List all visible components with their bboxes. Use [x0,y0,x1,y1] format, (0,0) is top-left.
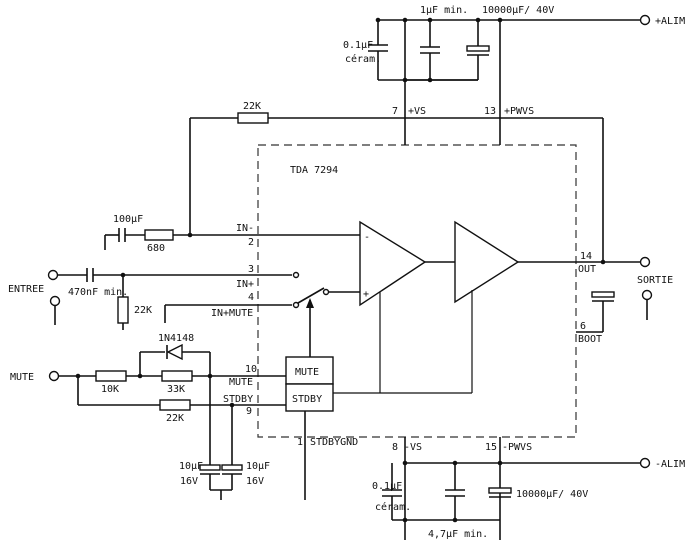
r22k-stdby-label: 22K [166,413,184,424]
minus-alim-label: -ALIM [655,459,685,470]
plus-alim-label: +ALIM [655,16,685,27]
plus-supply-network: +ALIM 0.1µF céram. 1µF min. 10000µF/ 40V [343,5,685,145]
top-bulk-label: 10000µF/ 40V [482,5,554,16]
feedback-network: 22K [189,101,604,262]
plus-alim-terminal [639,14,651,26]
pin6-number: 6 [580,321,586,332]
pin4-number: 4 [248,292,254,303]
in-minus-network: 100µF 680 IN- 2 [104,214,360,254]
top-1uf-label: 1µF min. [420,5,468,16]
bootstrap-cap: 6 BOOT [576,291,615,345]
stdby-block [285,383,334,412]
pin2-number: 2 [248,237,254,248]
r10k-label: 10K [101,384,119,395]
c-mute-value: 10µF [179,461,203,472]
bot-cer-value: 0.1µF [372,481,402,492]
mute-input-network: MUTE 10K 33K 1N4148 22K 10 MUTE STDBY 9 [10,333,286,500]
ic-name: TDA 7294 [290,165,338,176]
pin3-name: IN+ [236,279,254,290]
r33k-label: 33K [167,384,185,395]
pin1-name: STDBYGND [310,437,358,448]
entree-terminal [47,269,59,281]
entree-cap-label: 470nF min. [68,287,128,298]
entree-res-label: 22K [134,305,152,316]
pin14-name: OUT [578,264,596,275]
pin8-name: -VS [404,442,422,453]
pin8-number: 8 [392,442,398,453]
pin14-number: 14 [580,251,592,262]
top-cer-type: céram. [345,53,381,65]
ic-boundary [257,144,577,438]
pin2-name: IN- [236,223,254,234]
mute-block-label: MUTE [295,367,319,378]
pin13-name: +PWVS [504,106,534,117]
c-mute-volt: 16V [180,476,198,487]
top-cer-value: 0.1µF [343,40,373,51]
entree-network: ENTREE 470nF min. 22K 3 IN+ [8,264,300,330]
c-stdby-volt: 16V [246,476,264,487]
opamp-minus: - [364,232,370,243]
bot-cer-type: céram. [375,501,411,513]
c-stdby-value: 10µF [246,461,270,472]
minus-supply-network: 8 -VS 15 -PWVS -ALIM 0.1µF céram. 4,7µF … [372,437,685,540]
mute-input-label: MUTE [10,372,34,383]
input-opamp: - + [359,220,427,307]
pin9-name: STDBY [223,394,253,405]
pin4-name: IN+MUTE [211,308,253,319]
mute-terminal [48,370,60,382]
pin15-number: 15 [485,442,497,453]
mute-switch: 4 IN+MUTE [164,287,360,357]
opamp-plus: + [363,289,369,300]
in-cap-label: 100µF [113,214,143,225]
pin7-name: +VS [408,106,426,117]
entree-label: ENTREE [8,284,44,295]
in-res-label: 680 [147,243,165,254]
stdby-block-label: STDBY [292,394,322,405]
pin15-name: -PWVS [502,442,532,453]
pin1-number: 1 [297,437,303,448]
pin3-number: 3 [248,264,254,275]
output-stage [454,220,520,304]
sortie-terminal [639,256,651,268]
minus-alim-terminal [639,457,651,469]
pin10-name: MUTE [229,377,253,388]
bot-4u7-label: 4,7µF min. [428,529,488,540]
fb-res-label: 22K [243,101,261,112]
diode-label: 1N4148 [158,333,194,344]
pin9-number: 9 [246,406,252,417]
sortie-label: SORTIE [637,275,673,286]
pin10-number: 10 [245,364,257,375]
bot-bulk-label: 10000µF/ 40V [516,489,588,500]
pin7-number: 7 [392,106,398,117]
pin6-name: BOOT [578,334,602,345]
pin13-number: 13 [484,106,496,117]
